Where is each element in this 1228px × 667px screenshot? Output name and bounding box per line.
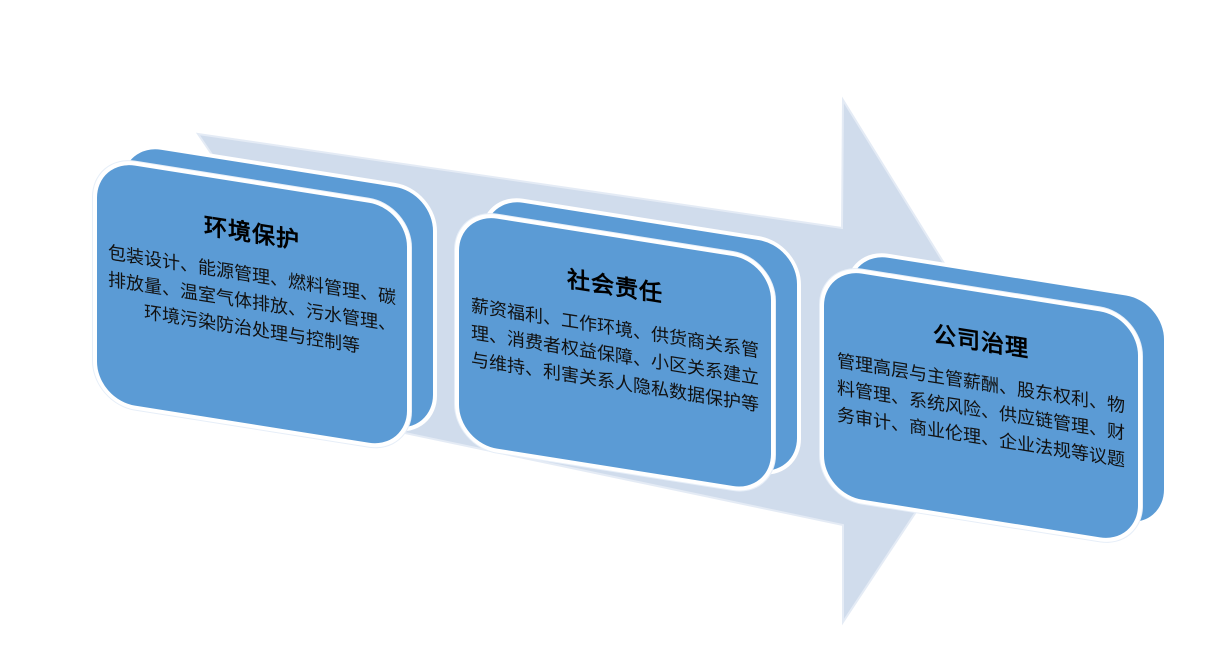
box-front: 环境保护 包装设计、能源管理、燃料管理、碳排放量、温室气体排放、污水管理、环境污… — [93, 155, 411, 454]
box-front: 社会责任 薪资福利、工作环境、供货商关系管理、消费者权益保障、小区关系建立与维持… — [455, 208, 775, 497]
box-title: 环境保护 — [204, 213, 300, 255]
box-title: 社会责任 — [567, 266, 663, 308]
box-body: 管理高层与主管薪酬、股东权利、物料管理、系统风险、供应链管理、财务审计、商业伦理… — [837, 350, 1125, 472]
box-body: 薪资福利、工作环境、供货商关系管理、消费者权益保障、小区关系建立与维持、利害关系… — [471, 295, 759, 417]
box-body: 包装设计、能源管理、燃料管理、碳排放量、温室气体排放、污水管理、环境污染防治处理… — [108, 242, 396, 358]
box-title: 公司治理 — [933, 321, 1029, 364]
